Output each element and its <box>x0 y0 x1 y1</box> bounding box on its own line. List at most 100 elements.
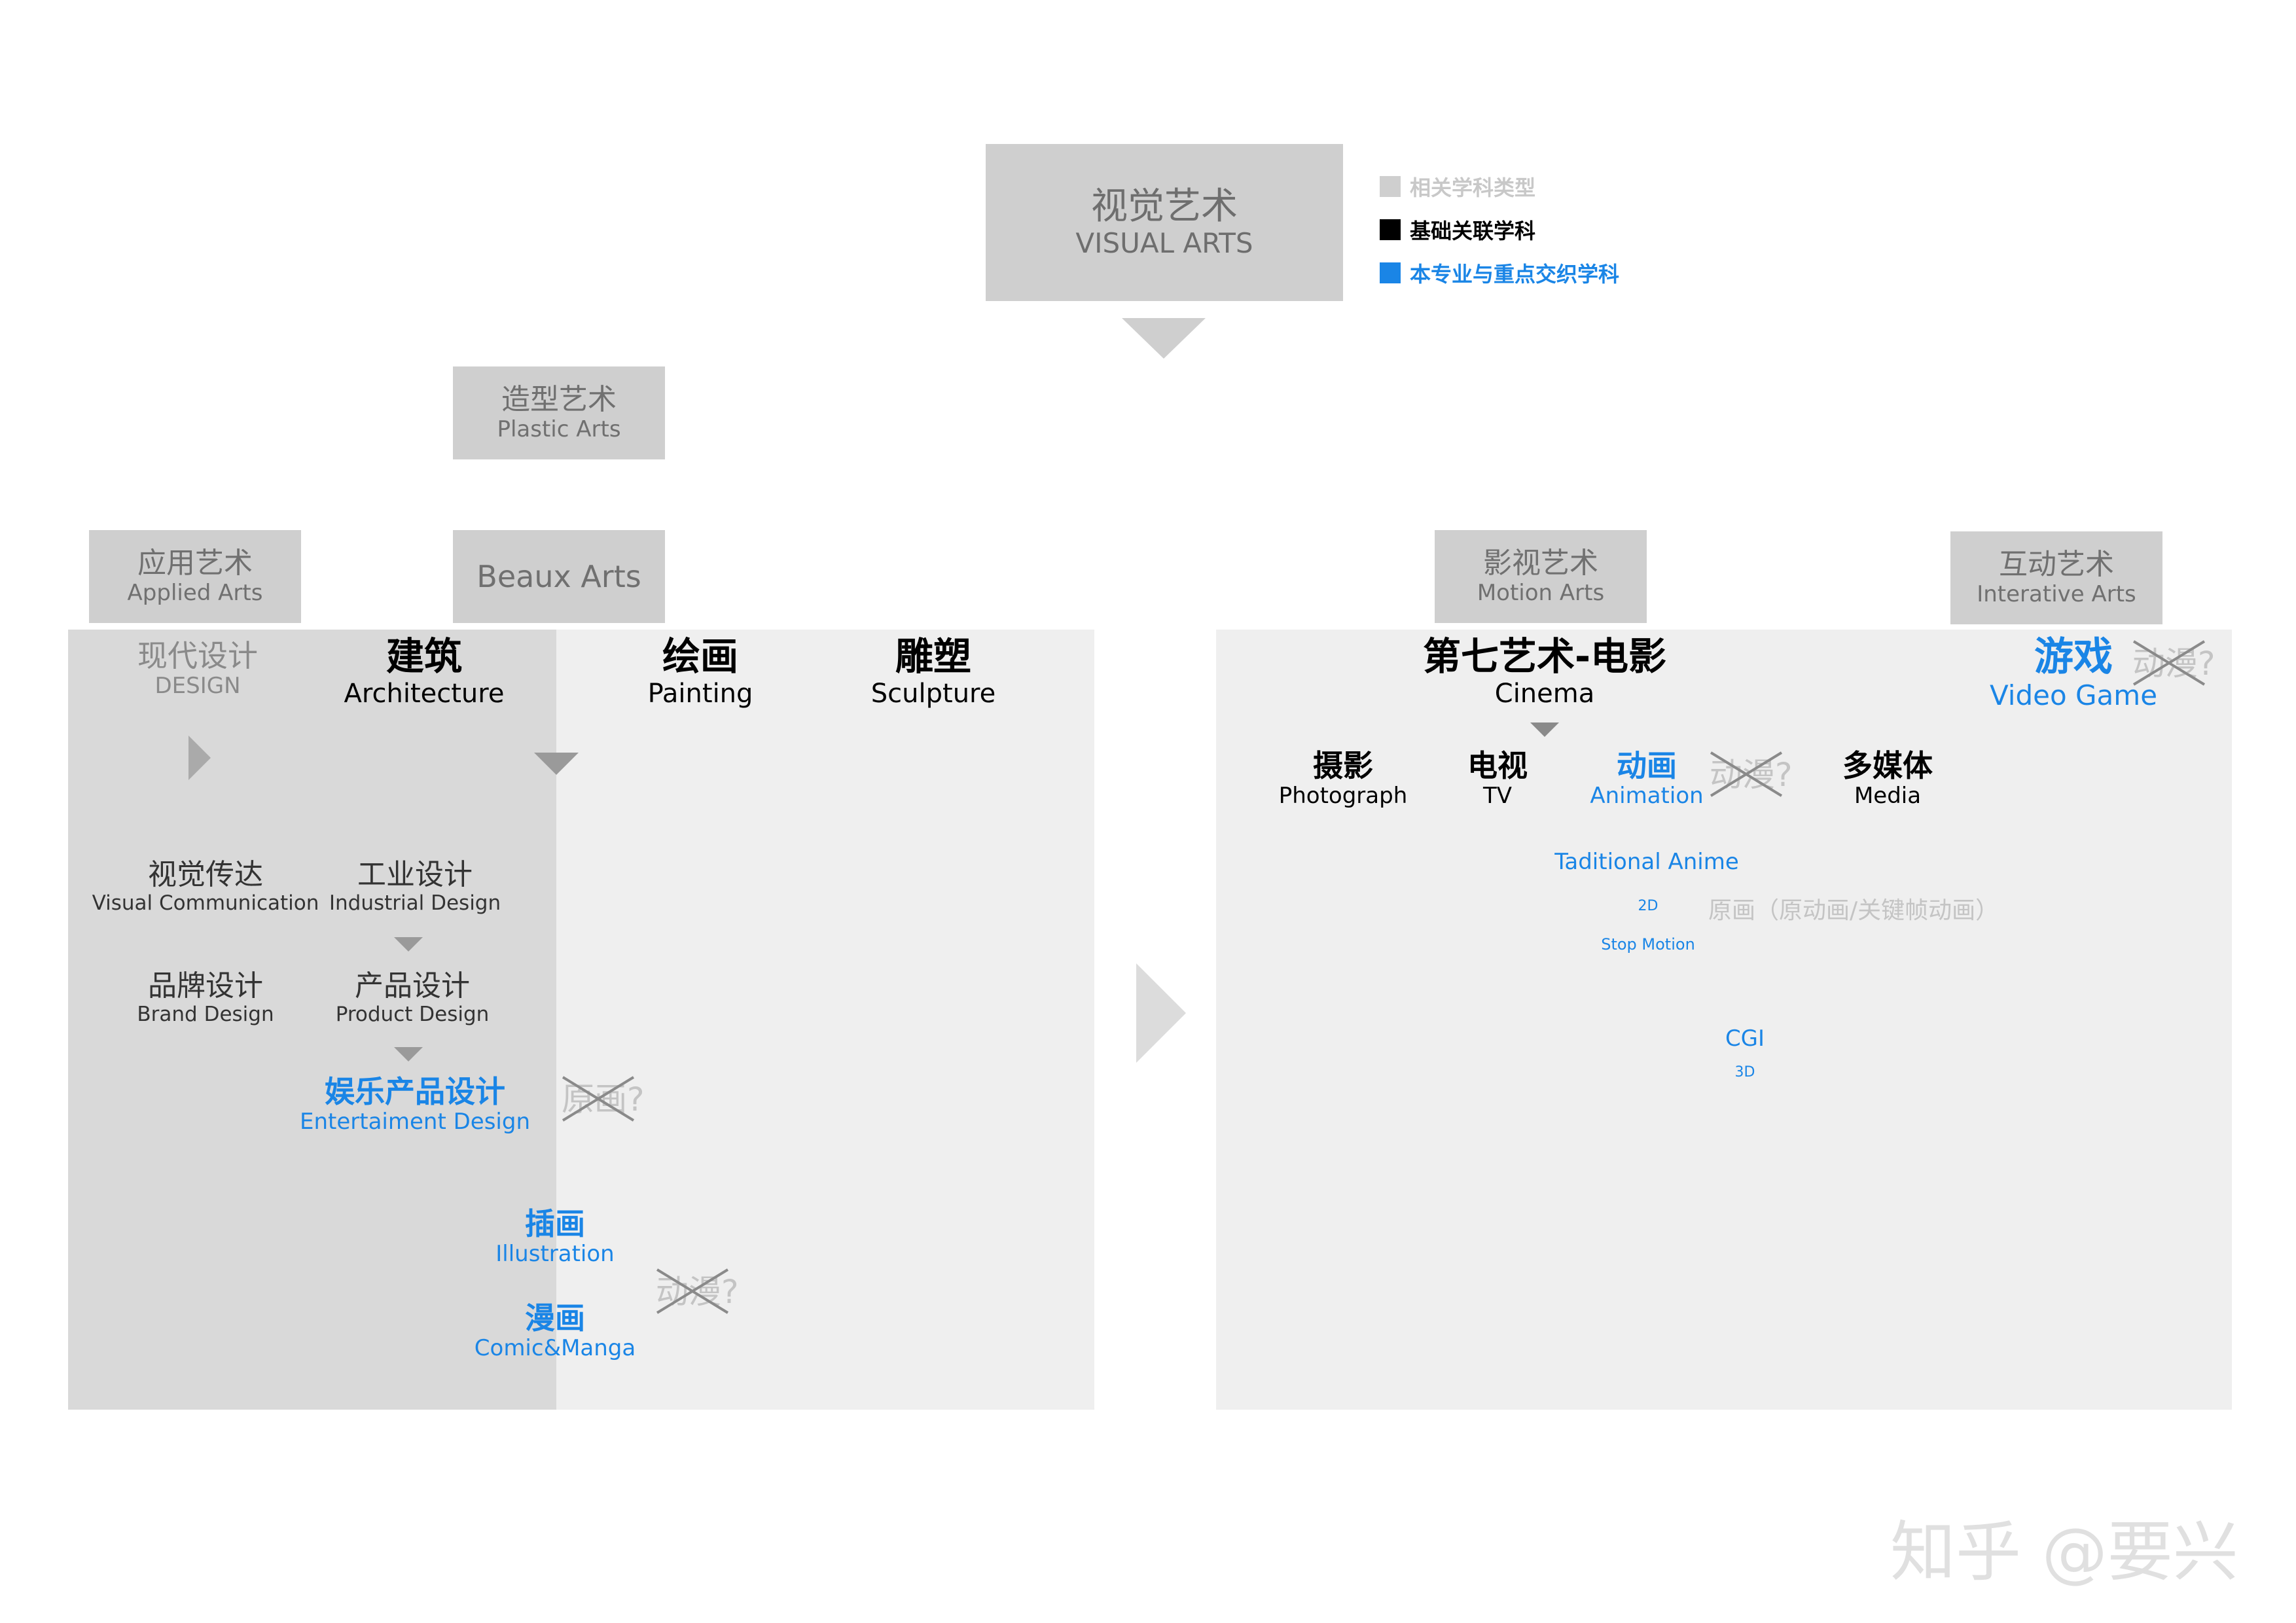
right-panel-bg <box>1216 630 2232 1410</box>
cross-mark-icon <box>1710 751 1783 797</box>
design-right-arrow <box>188 736 211 780</box>
left-dongman-crossed-question: 动漫? <box>656 1266 739 1314</box>
visual-comm-en: Visual Communication <box>92 891 319 915</box>
game-dongman-crossed-question: 动漫? <box>2132 637 2215 686</box>
industrial-en: Industrial Design <box>329 891 501 915</box>
cross-mark-icon <box>562 1076 635 1122</box>
sculpture-label: 雕塑 Sculpture <box>871 635 996 709</box>
applied-zh: 应用艺术 <box>137 546 253 580</box>
animation-zh: 动画 <box>1617 748 1677 783</box>
illustration-label: 插画 Illustration <box>495 1207 614 1267</box>
architecture-down-arrow <box>534 753 579 775</box>
industrial-down-arrow <box>394 937 423 952</box>
yuanhua-note: 原画（原动画/关键帧动画） <box>1708 897 2000 924</box>
yuanhua-q: ? <box>627 1080 645 1118</box>
modern-design-label: 现代设计 DESIGN <box>137 639 258 699</box>
interactive-zh: 互动艺术 <box>1999 548 2114 582</box>
visual-comm-zh: 视觉传达 <box>148 858 263 891</box>
legend-label: 基础关联学科 <box>1410 219 1536 243</box>
root-box-visual-arts: 视觉艺术 VISUAL ARTS <box>986 144 1343 301</box>
legend-swatch-black <box>1380 219 1401 240</box>
comic-en: Comic&Manga <box>474 1334 636 1361</box>
applied-en: Applied Arts <box>127 579 263 606</box>
root-down-arrow <box>1122 318 1206 359</box>
product-design-label: 产品设计 Product Design <box>335 969 490 1026</box>
painting-en: Painting <box>647 678 753 709</box>
illustration-en: Illustration <box>495 1240 615 1267</box>
media-label: 多媒体 Media <box>1842 749 1933 809</box>
middle-right-arrow <box>1136 963 1186 1063</box>
anim-dongman-crossed-question: 动漫? <box>1710 749 1793 797</box>
legend-swatch-blue <box>1380 262 1401 283</box>
legend-label: 本专业与重点交织学科 <box>1410 262 1620 287</box>
comic-label: 漫画 Comic&Manga <box>475 1301 636 1361</box>
beaux-en: Beaux Arts <box>476 558 641 594</box>
game-en: Video Game <box>1989 679 2158 711</box>
legend-label: 相关学科类型 <box>1410 175 1536 200</box>
motion-arts-box: 影视艺术 Motion Arts <box>1435 530 1647 623</box>
legend-item-basic: 基础关联学科 <box>1380 215 1535 245</box>
game-zh: 游戏 <box>2034 634 2113 680</box>
traditional-anime-label: Taditional Anime <box>1554 849 1739 875</box>
illustration-zh: 插画 <box>525 1206 585 1241</box>
root-en: VISUAL ARTS <box>1075 227 1253 260</box>
tv-en: TV <box>1482 782 1513 809</box>
cross-mark-icon <box>2132 640 2206 686</box>
plastic-arts-box: 造型艺术 Plastic Arts <box>453 366 665 459</box>
product-down-arrow <box>394 1047 423 1061</box>
plastic-en: Plastic Arts <box>497 416 621 442</box>
industrial-zh: 工业设计 <box>357 858 473 891</box>
threed-label: 3D <box>1734 1064 1755 1080</box>
applied-arts-box: 应用艺术 Applied Arts <box>89 530 301 623</box>
entertainment-zh: 娱乐产品设计 <box>325 1074 505 1109</box>
brand-design-label: 品牌设计 Brand Design <box>137 969 274 1026</box>
brand-en: Brand Design <box>137 1002 274 1026</box>
painting-zh: 绘画 <box>662 634 738 679</box>
industrial-design-label: 工业设计 Industrial Design <box>329 858 501 915</box>
game-dongman-q: ? <box>2198 645 2215 683</box>
entertainment-design-label: 娱乐产品设计 Entertaiment Design <box>300 1075 530 1135</box>
architecture-label: 建筑 Architecture <box>344 635 505 709</box>
legend-swatch-gray <box>1380 176 1401 197</box>
media-zh: 多媒体 <box>1842 748 1933 783</box>
interactive-en: Interative Arts <box>1977 580 2136 607</box>
architecture-zh: 建筑 <box>386 634 463 679</box>
photograph-label: 摄影 Photograph <box>1279 749 1408 809</box>
cinema-label: 第七艺术-电影 Cinema <box>1423 635 1666 709</box>
photo-en: Photograph <box>1278 782 1408 809</box>
cinema-zh: 第七艺术-电影 <box>1422 634 1667 679</box>
animation-en: Animation <box>1590 782 1704 809</box>
visual-communication-label: 视觉传达 Visual Communication <box>92 858 319 915</box>
media-en: Media <box>1854 782 1922 809</box>
motion-zh: 影视艺术 <box>1483 546 1598 580</box>
painting-label: 绘画 Painting <box>648 635 753 709</box>
legend-item-related: 相关学科类型 <box>1380 171 1535 202</box>
stop-motion-label: Stop Motion <box>1601 935 1695 954</box>
cinema-en: Cinema <box>1494 678 1595 709</box>
tv-zh: 电视 <box>1467 748 1528 783</box>
left-dongman-q: ? <box>721 1273 739 1311</box>
cinema-down-arrow <box>1530 722 1559 737</box>
comic-zh: 漫画 <box>524 1300 585 1336</box>
product-zh: 产品设计 <box>355 969 470 1003</box>
sculpture-en: Sculpture <box>870 678 996 709</box>
plastic-zh: 造型艺术 <box>501 383 617 417</box>
sculpture-zh: 雕塑 <box>895 634 972 679</box>
root-zh: 视觉艺术 <box>1091 185 1238 228</box>
cgi-label: CGI <box>1725 1026 1765 1052</box>
tv-label: 电视 TV <box>1467 749 1528 809</box>
photo-zh: 摄影 <box>1312 748 1373 783</box>
legend-item-major: 本专业与重点交织学科 <box>1380 258 1619 288</box>
yuanhua-crossed-question: 原画? <box>562 1073 645 1122</box>
brand-zh: 品牌设计 <box>147 969 263 1003</box>
beaux-arts-box: Beaux Arts <box>453 530 665 623</box>
twod-label: 2D <box>1638 898 1659 914</box>
animation-label: 动画 Animation <box>1590 749 1703 809</box>
anim-dongman-q: ? <box>1775 756 1793 794</box>
product-en: Product Design <box>335 1002 490 1026</box>
modern-zh: 现代设计 <box>137 638 258 673</box>
interactive-arts-box: 互动艺术 Interative Arts <box>1950 531 2162 624</box>
architecture-en: Architecture <box>344 678 505 709</box>
left-panel-design-area <box>68 630 556 1410</box>
motion-en: Motion Arts <box>1477 579 1605 606</box>
